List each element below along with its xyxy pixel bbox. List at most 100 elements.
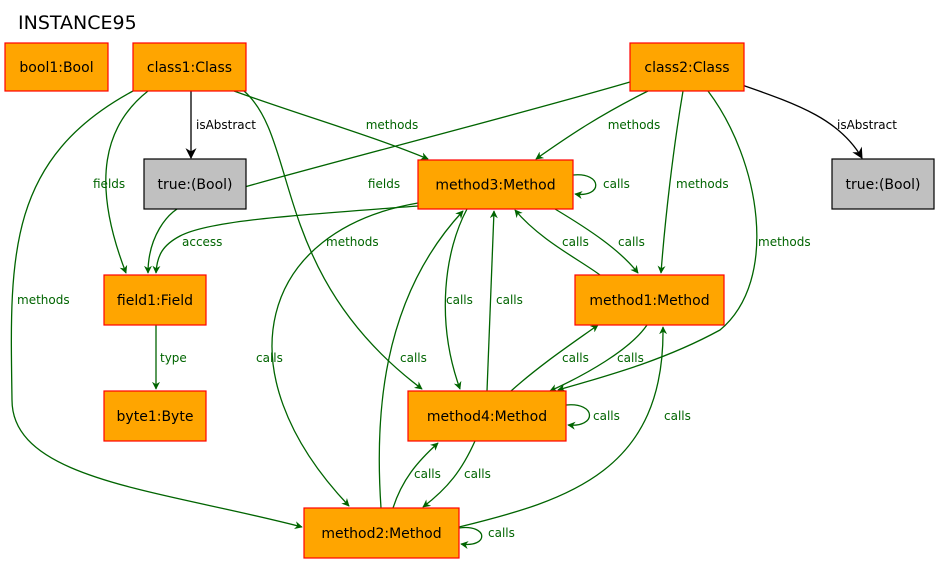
node-field1: field1:Field bbox=[103, 274, 207, 326]
edge-label: calls bbox=[593, 409, 620, 423]
edge-method3-calls-method4: calls bbox=[444, 208, 473, 390]
node-true1: true:(Bool) bbox=[143, 158, 247, 210]
edge-label: calls bbox=[446, 293, 473, 307]
edge-line bbox=[535, 90, 649, 160]
edge-line bbox=[378, 210, 464, 509]
edge-label: calls bbox=[256, 351, 283, 365]
edge-class2-methods-method3: methods bbox=[535, 90, 661, 160]
node-label: class1:Class bbox=[147, 60, 232, 76]
edge-line bbox=[741, 84, 863, 159]
edge-label: fields bbox=[368, 177, 400, 191]
node-label: bool1:Bool bbox=[19, 60, 93, 76]
edge-method2-calls-method1: calls bbox=[458, 326, 691, 528]
edge-line bbox=[144, 81, 631, 274]
edge-label: calls bbox=[617, 351, 644, 365]
edge-method3-calls-method1: calls bbox=[554, 208, 645, 274]
node-box bbox=[303, 507, 460, 559]
edge-label: calls bbox=[603, 177, 630, 191]
node-box bbox=[417, 159, 574, 210]
node-box bbox=[4, 42, 109, 92]
node-box bbox=[629, 42, 745, 92]
edge-class1-isAbstract-true1: isAbstract bbox=[185, 91, 256, 160]
node-box bbox=[103, 274, 207, 326]
edge-label: methods bbox=[17, 293, 70, 307]
node-label: method2:Method bbox=[321, 526, 441, 542]
edge-class1-methods-method4: methods bbox=[243, 90, 423, 390]
edge-label: type bbox=[160, 351, 187, 365]
node-label: method1:Method bbox=[589, 293, 709, 309]
node-box bbox=[574, 274, 725, 326]
edge-line bbox=[557, 90, 758, 392]
edge-method4-calls-method4: calls bbox=[565, 404, 620, 430]
edge-label: access bbox=[182, 235, 222, 249]
edge-class1-fields-field1: fields bbox=[93, 90, 149, 274]
edge-label: calls bbox=[664, 409, 691, 423]
edge-line bbox=[233, 90, 429, 160]
edge-label: calls bbox=[562, 351, 589, 365]
edge-label: methods bbox=[758, 235, 811, 249]
edge-label: calls bbox=[496, 293, 523, 307]
node-box bbox=[831, 158, 935, 210]
node-label: true:(Bool) bbox=[158, 177, 233, 193]
edge-method2-calls-method4: calls bbox=[392, 442, 441, 509]
node-true2: true:(Bool) bbox=[831, 158, 935, 210]
edge-label: methods bbox=[326, 235, 379, 249]
edge-label: methods bbox=[676, 177, 729, 191]
edge-label: calls bbox=[414, 467, 441, 481]
node-label: field1:Field bbox=[117, 293, 193, 309]
edge-line bbox=[444, 208, 468, 390]
edge-method4-calls-method2: calls bbox=[422, 440, 491, 508]
node-label: method4:Method bbox=[427, 409, 547, 425]
edge-label: methods bbox=[366, 118, 419, 132]
edge-line bbox=[572, 174, 597, 199]
diagram-title: INSTANCE95 bbox=[18, 12, 137, 34]
edge-class2-fields-field1: fields bbox=[144, 81, 631, 274]
edge-line bbox=[152, 205, 419, 274]
edge-label: calls bbox=[400, 351, 427, 365]
node-method2: method2:Method bbox=[303, 507, 460, 559]
edge-line bbox=[10, 90, 303, 530]
edge-method3-calls-method2: calls bbox=[256, 202, 419, 507]
edge-label: isAbstract bbox=[196, 118, 256, 132]
node-label: byte1:Byte bbox=[117, 409, 194, 425]
node-label: true:(Bool) bbox=[846, 177, 921, 193]
edge-method3-calls-method3: calls bbox=[572, 174, 630, 199]
edge-line bbox=[422, 440, 476, 508]
edge-line bbox=[392, 442, 439, 509]
node-class1: class1:Class bbox=[132, 42, 247, 92]
edge-line bbox=[486, 210, 498, 392]
nodes-layer: bool1:Bool class1:Class class2:Class true:(… bbox=[4, 42, 935, 559]
edge-line bbox=[271, 202, 419, 507]
edge-line bbox=[565, 404, 591, 430]
node-method4: method4:Method bbox=[407, 390, 567, 442]
edge-label: calls bbox=[464, 467, 491, 481]
edge-method2-calls-method3: calls bbox=[378, 210, 464, 509]
edge-method4-calls-method1: calls bbox=[510, 324, 599, 392]
edge-line bbox=[554, 208, 639, 274]
edge-class2-methods-method4: methods bbox=[557, 90, 811, 392]
node-byte1: byte1:Byte bbox=[103, 390, 207, 442]
edge-method1-calls-method4: calls bbox=[549, 324, 648, 392]
edge-line bbox=[510, 324, 599, 392]
edge-method1-calls-method3: calls bbox=[514, 209, 601, 276]
edge-method2-calls-method2: calls bbox=[458, 526, 515, 549]
edge-label: fields bbox=[93, 177, 125, 191]
edge-class1-methods-method3: methods bbox=[233, 90, 429, 160]
node-box bbox=[407, 390, 567, 442]
edge-line bbox=[549, 324, 648, 392]
edge-class2-isAbstract-true2: isAbstract bbox=[741, 84, 897, 159]
node-method3: method3:Method bbox=[417, 159, 574, 210]
edge-class1-methods-method2: methods bbox=[10, 90, 303, 530]
node-box bbox=[143, 158, 247, 210]
edge-line bbox=[458, 526, 483, 549]
node-class2: class2:Class bbox=[629, 42, 745, 92]
node-bool1: bool1:Bool bbox=[4, 42, 109, 92]
edge-field1-type-byte1: type bbox=[152, 325, 187, 390]
edge-line bbox=[105, 90, 149, 274]
edge-label: calls bbox=[618, 235, 645, 249]
edge-line bbox=[458, 326, 668, 528]
edge-label: calls bbox=[488, 526, 515, 540]
edge-label: methods bbox=[608, 118, 661, 132]
edge-class2-methods-method1: methods bbox=[657, 90, 729, 274]
node-label: class2:Class bbox=[644, 60, 729, 76]
